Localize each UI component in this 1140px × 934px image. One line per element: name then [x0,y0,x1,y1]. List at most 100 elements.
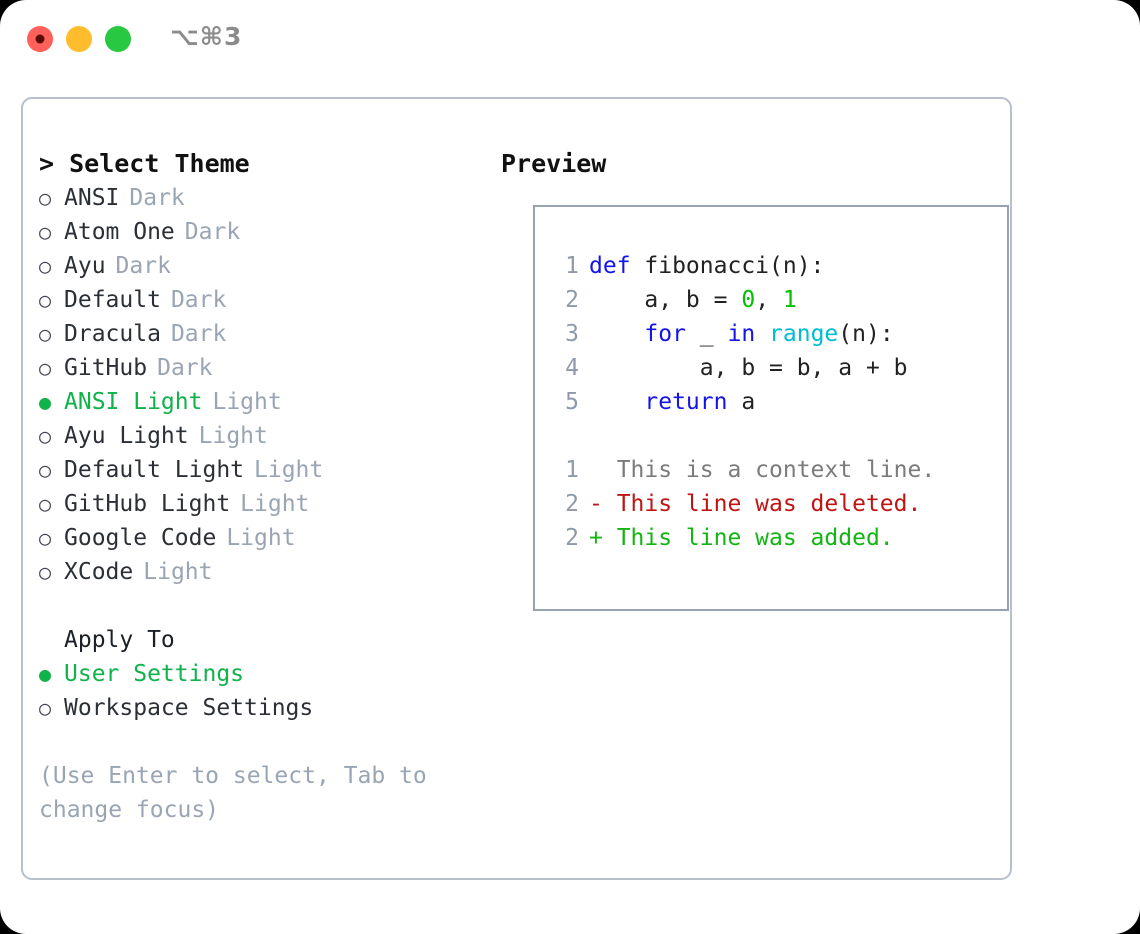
theme-option-label: Ayu [64,253,106,279]
diff-line: 2 - This line was deleted. [549,487,935,521]
theme-option-label: Atom One [64,219,175,245]
code-token-plain: , [755,287,783,313]
page-title: > Select Theme [39,149,250,178]
apply-to-list: ●User Settings ○ Workspace Settings [39,657,491,725]
theme-option[interactable]: ○ XCode Light [39,555,491,589]
code-token-kw: return [644,389,728,415]
line-number: 1 [565,457,579,483]
minimize-button[interactable] [66,26,92,52]
code-line-text: a, b = 0, 1 [589,283,797,317]
radio-selected-icon: ● [39,662,52,686]
keyboard-shortcut-label: ⌥⌘3 [170,22,243,51]
code-token-plain [589,389,644,415]
code-line: 2 a, b = 0, 1 [549,283,908,317]
line-number: 5 [565,389,579,415]
radio-unselected-icon: ○ [39,458,52,482]
radio-unselected-icon: ○ [39,288,52,312]
diff-sample: 1 This is a context line. 2 - This line wa… [549,453,935,555]
theme-option-variant: Light [212,389,282,415]
window-controls [27,26,131,52]
theme-option-label: ANSI [64,185,120,211]
maximize-button[interactable] [105,26,131,52]
theme-option-variant: Light [254,457,324,483]
code-token-plain: a, b = b, a + b [589,355,908,381]
radio-unselected-icon: ○ [39,220,52,244]
code-token-plain: a, b = [589,287,742,313]
radio-unselected-icon: ○ [39,186,52,210]
apply-to-option-label: Workspace Settings [64,695,314,721]
theme-option-label: Google Code [64,525,217,551]
radio-unselected-icon: ○ [39,560,52,584]
code-token-plain: a [727,389,756,415]
code-token-plain: (n): [838,321,894,347]
theme-option-variant: Light [143,559,213,585]
diff-line-text-ctx: This is a context line. [589,457,936,483]
apply-to-option[interactable]: ○ Workspace Settings [39,691,491,725]
code-line-text: return a [589,385,755,419]
code-token-plain: fibonacci(n): [630,253,825,279]
theme-option[interactable]: ○ Ayu Light Light [39,419,491,453]
theme-option[interactable]: ○ ANSI Dark [39,181,491,215]
radio-unselected-icon: ○ [39,696,52,720]
code-line: 4 a, b = b, a + b [549,351,908,385]
apply-to-option[interactable]: ●User Settings [39,657,491,691]
keyboard-hint: (Use Enter to select, Tab to change focu… [39,763,427,823]
radio-unselected-icon: ○ [39,526,52,550]
title-bar: ⌥⌘3 [0,0,1140,76]
line-number: 1 [565,253,579,279]
radio-unselected-icon: ○ [39,254,52,278]
code-token-kw: in [727,321,756,347]
diff-line-text-del: - This line was deleted. [589,491,922,517]
theme-option[interactable]: ● ANSI Light Light [39,385,491,419]
code-line-text: for _ in range(n): [589,317,894,351]
theme-option-variant: Dark [157,355,213,381]
theme-option-variant: Light [198,423,268,449]
theme-option-variant: Dark [170,321,227,347]
theme-option-variant: Dark [129,185,185,211]
code-line-text: def fibonacci(n): [589,249,824,283]
radio-unselected-icon: ○ [39,424,52,448]
theme-option-variant: Dark [184,219,241,245]
theme-option-label: XCode [64,559,134,585]
code-token-kw: for [644,321,686,347]
code-token-plain [755,321,769,347]
theme-option[interactable]: ○ Default Dark [39,283,491,317]
line-number: 2 [565,491,579,517]
code-token-num: 1 [782,287,797,313]
code-token-fn: range [769,321,839,347]
close-button[interactable] [27,26,53,52]
theme-option-label: ANSI Light [64,389,203,415]
line-number: 4 [565,355,579,381]
radio-selected-icon: ● [39,390,52,414]
code-token-kw: def [589,253,631,279]
theme-option[interactable]: ○ Atom One Dark [39,215,491,249]
line-number: 2 [565,287,579,313]
preview-title: Preview [501,149,607,178]
theme-option-variant: Dark [170,287,227,313]
apply-to-heading: Apply To [64,627,175,653]
theme-option-label: Ayu Light [64,423,189,449]
code-token-plain: _ [685,321,728,347]
theme-option-label: Default [64,287,161,313]
radio-unselected-icon: ○ [39,356,52,380]
code-line: 5 return a [549,385,908,419]
theme-option-variant: Light [226,525,296,551]
diff-line-text-add: + This line was added. [589,525,894,551]
code-line: 1 def fibonacci(n): [549,249,908,283]
diff-line: 2 + This line was added. [549,521,935,555]
line-number: 2 [565,525,579,551]
theme-option[interactable]: ○ Google Code Light [39,521,491,555]
theme-option-variant: Light [240,491,310,517]
